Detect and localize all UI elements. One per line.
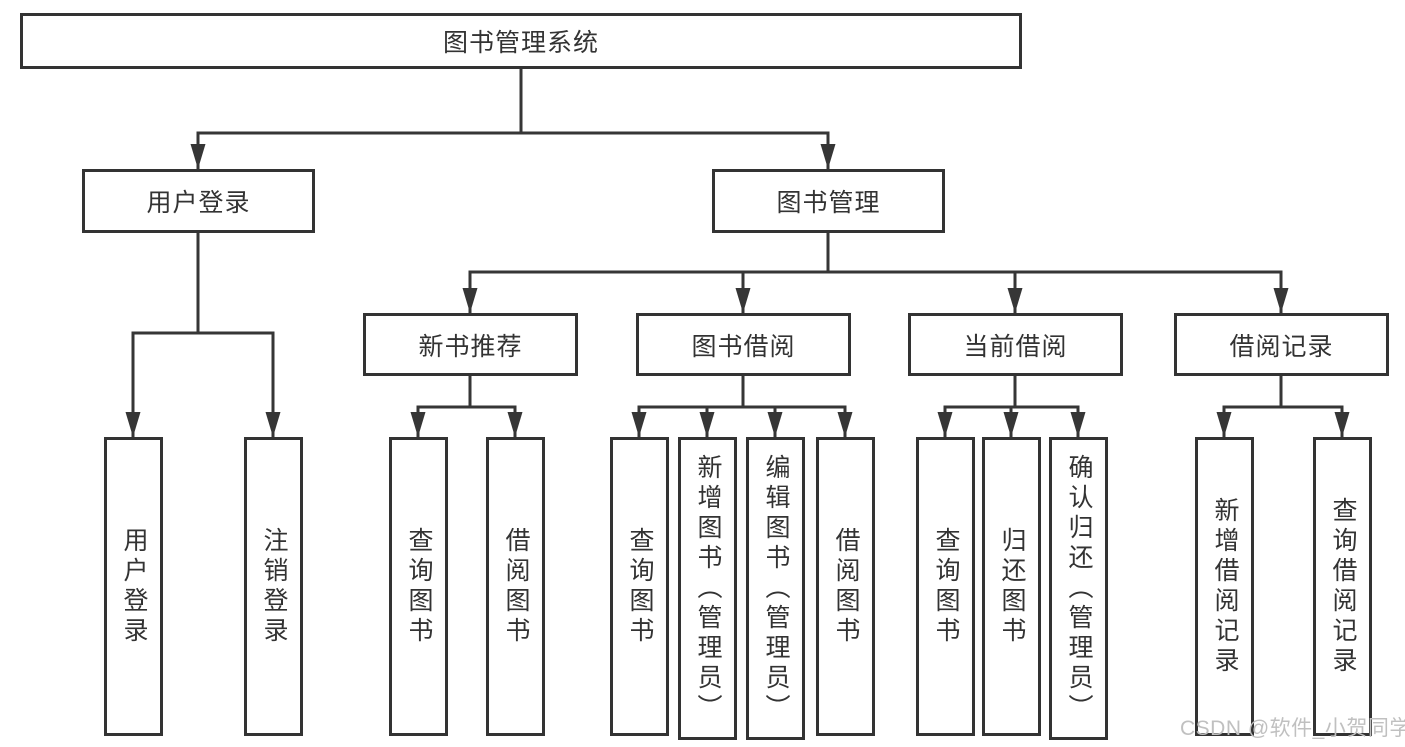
leaf-query-books-recommendation: 查询图书 — [389, 437, 448, 736]
leaf-return-book-label: 归还图书 — [998, 526, 1026, 647]
leaf-edit-book-admin: 编辑图书（管理员） — [746, 437, 805, 740]
leaf-confirm-return-admin-label: 确认归还（管理员） — [1065, 453, 1093, 724]
leaf-add-borrow-record: 新增借阅记录 — [1195, 437, 1254, 736]
leaf-user-login: 用户登录 — [104, 437, 163, 736]
node-book-borrowing: 图书借阅 — [636, 313, 851, 376]
leaf-add-book-admin: 新增图书（管理员） — [678, 437, 737, 740]
leaf-query-books-current: 查询图书 — [916, 437, 975, 736]
leaf-add-borrow-record-label: 新增借阅记录 — [1211, 496, 1239, 677]
leaf-borrow-books-recommendation-label: 借阅图书 — [502, 526, 530, 647]
leaf-return-book: 归还图书 — [982, 437, 1041, 736]
node-current-borrowing: 当前借阅 — [908, 313, 1123, 376]
leaf-confirm-return-admin: 确认归还（管理员） — [1049, 437, 1108, 740]
leaf-query-books-recommendation-label: 查询图书 — [405, 526, 433, 647]
node-library-management-system: 图书管理系统 — [20, 13, 1022, 69]
leaf-borrow-books: 借阅图书 — [816, 437, 875, 736]
leaf-borrow-books-recommendation: 借阅图书 — [486, 437, 545, 736]
leaf-edit-book-admin-label: 编辑图书（管理员） — [762, 453, 790, 724]
node-new-book-recommendation: 新书推荐 — [363, 313, 578, 376]
leaf-logout: 注销登录 — [244, 437, 303, 736]
node-borrowing-records: 借阅记录 — [1174, 313, 1389, 376]
leaf-query-borrow-record-label: 查询借阅记录 — [1329, 496, 1357, 677]
leaf-query-books-borrowing-label: 查询图书 — [626, 526, 654, 647]
leaf-logout-label: 注销登录 — [260, 526, 288, 647]
leaf-query-books-current-label: 查询图书 — [932, 526, 960, 647]
leaf-query-books-borrowing: 查询图书 — [610, 437, 669, 736]
leaf-query-borrow-record: 查询借阅记录 — [1313, 437, 1372, 736]
csdn-watermark: CSDN @软件_小贺同学 — [1180, 717, 1405, 740]
node-book-management: 图书管理 — [712, 169, 945, 233]
leaf-user-login-label: 用户登录 — [120, 526, 148, 647]
node-user-login: 用户登录 — [82, 169, 315, 233]
leaf-borrow-books-label: 借阅图书 — [832, 526, 860, 647]
leaf-add-book-admin-label: 新增图书（管理员） — [694, 453, 722, 724]
